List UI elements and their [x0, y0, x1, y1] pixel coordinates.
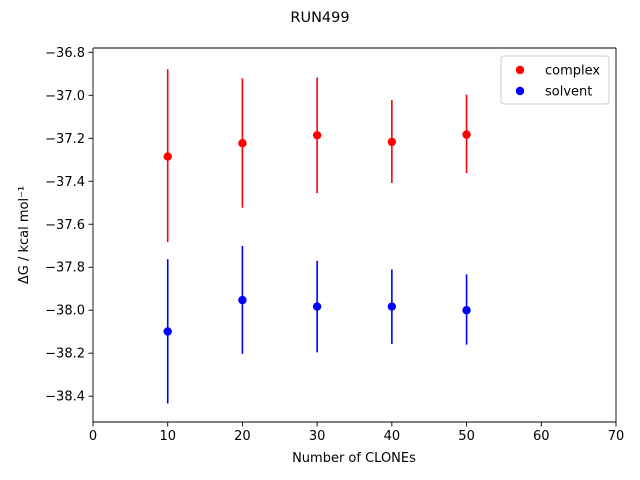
x-tick-label-20: 20: [234, 429, 251, 444]
axes: 0 10 20 30 40 50 60 70 −38.4 −38.2 −38.0 −37.8 −37.6…: [45, 46, 624, 444]
x-tick-label-60: 60: [533, 429, 550, 444]
y-axis-label: ΔG / kcal mol⁻¹: [17, 186, 32, 284]
y-tick-label--38: −38.0: [45, 304, 85, 319]
y-tick-label--37.2: −37.2: [45, 132, 85, 147]
y-tick-label--37.6: −37.6: [45, 218, 85, 233]
x-tick-label-30: 30: [309, 429, 326, 444]
data-point-complex-30: [312, 131, 322, 140]
x-tick-label-70: 70: [608, 429, 625, 444]
data-marks: [163, 69, 471, 404]
legend-marker-complex: [515, 65, 525, 75]
data-point-complex-20: [238, 139, 247, 148]
y-tick-label--37.4: −37.4: [45, 175, 85, 190]
data-point-complex-50: [462, 130, 471, 139]
y-tick-label--37.8: −37.8: [45, 261, 85, 276]
legend: complex solvent: [500, 55, 610, 105]
data-point-solvent-50: [462, 306, 471, 315]
data-point-solvent-10: [163, 327, 172, 336]
x-tick-label-10: 10: [159, 429, 176, 444]
x-axis-label: Number of CLONEs: [292, 451, 416, 466]
legend-marker-solvent: [515, 86, 525, 96]
y-tick-label--36.8: −36.8: [45, 46, 85, 61]
plot-area: [93, 48, 616, 422]
legend-label-solvent: solvent: [545, 85, 592, 100]
data-point-solvent-30: [312, 302, 322, 311]
legend-box: [500, 55, 610, 105]
data-point-solvent-40: [387, 302, 397, 311]
data-point-complex-10: [163, 152, 172, 161]
plot-background: [93, 48, 616, 422]
legend-label-complex: complex: [545, 64, 600, 79]
data-point-complex-40: [387, 137, 397, 147]
x-tick-label-0: 0: [89, 429, 97, 444]
x-tick-label-40: 40: [384, 429, 401, 444]
y-tick-label--38.4: −38.4: [45, 390, 85, 405]
y-tick-label--37: −37.0: [45, 89, 85, 104]
data-point-solvent-20: [238, 295, 247, 305]
y-tick-label--38.2: −38.2: [45, 347, 85, 362]
chart-title: RUN499: [290, 10, 349, 26]
x-tick-label-50: 50: [458, 429, 475, 444]
